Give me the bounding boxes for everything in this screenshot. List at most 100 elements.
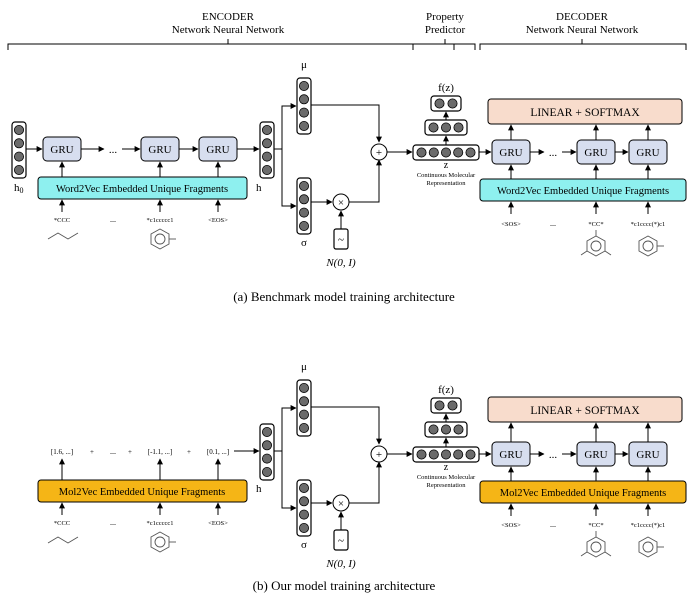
- predictor-hidden-layer: [424, 421, 468, 438]
- linear-softmax-label: LINEAR + SOFTMAX: [530, 107, 640, 119]
- plus-symbol: +: [376, 147, 382, 159]
- encoder-embed-label: Mol2Vec Embedded Unique Fragments: [59, 487, 226, 498]
- encoder-token: *CCC: [54, 217, 70, 224]
- gru-label: GRU: [584, 449, 607, 461]
- gru-label: GRU: [50, 144, 73, 156]
- z-label: z: [444, 160, 449, 171]
- linear-softmax-layer: [487, 98, 683, 125]
- z-label: z: [444, 462, 449, 473]
- predictor-title-line1: Property: [426, 11, 464, 23]
- molecule-meta-xylene: [580, 530, 612, 558]
- caption-b: (b) Our model training architecture: [253, 578, 436, 593]
- molecule-chain: [47, 536, 79, 544]
- mu-vector: [296, 77, 312, 135]
- gru-label: GRU: [584, 147, 607, 159]
- sigma-vector: [296, 479, 312, 537]
- cmr-label-line1: Continuous Molecular: [417, 172, 476, 179]
- molecule-meta-xylene: [580, 229, 612, 257]
- h-label: h: [256, 182, 262, 194]
- decoder-title: DECODER: [556, 11, 609, 23]
- sigma-label: σ: [301, 539, 307, 551]
- plus-sign: +: [90, 448, 94, 456]
- h-vector: [259, 121, 275, 179]
- latent-z-vector: [412, 446, 480, 463]
- encoder-mol2vec-embedding: [37, 479, 248, 503]
- predictor-output-layer: [430, 397, 462, 414]
- h-label: h: [256, 483, 262, 495]
- fz-label: f(z): [438, 384, 454, 396]
- molecule-benzene: [638, 235, 665, 257]
- h0-label: h0: [14, 182, 24, 195]
- cmr-label-line2: Representation: [427, 482, 467, 489]
- noise-glyph: ~: [338, 234, 344, 246]
- decoder-token: <SOS>: [501, 221, 521, 228]
- encoder-title: ENCODER: [202, 11, 255, 23]
- latent-z-vector: [412, 144, 480, 161]
- sigma-vector: [296, 177, 312, 235]
- decoder-token: *CC*: [588, 522, 603, 529]
- molecule-benzene: [638, 536, 665, 558]
- decoder-mol2vec-embedding: [479, 480, 687, 504]
- predictor-hidden-layer: [424, 119, 468, 136]
- mu-label: μ: [301, 361, 307, 373]
- noise-glyph: ~: [338, 535, 344, 547]
- ellipsis: ...: [549, 449, 558, 461]
- decoder-word2vec-embedding: [479, 178, 687, 202]
- gru-label: GRU: [636, 147, 659, 159]
- encoder-token: <EOS>: [208, 217, 228, 224]
- decoder-token: *c1cccc(*)c1: [631, 522, 666, 529]
- h0-vector: [11, 121, 27, 179]
- decoder-token: ...: [550, 219, 556, 228]
- caption-a: (a) Benchmark model training architectur…: [233, 289, 455, 304]
- decoder-subtitle: Network Neural Network: [526, 24, 639, 36]
- ellipsis: ...: [109, 144, 118, 156]
- encoder-embed-label: Word2Vec Embedded Unique Fragments: [56, 184, 228, 195]
- h-vector: [259, 423, 275, 481]
- cmr-label-line2: Representation: [427, 180, 467, 187]
- predictor-brace: [412, 39, 476, 50]
- gru-label: GRU: [499, 449, 522, 461]
- panel-b: [1.6, ...] + ... + [-1.1, ...] + [0.1, .…: [37, 361, 687, 593]
- molecule-chain: [47, 232, 79, 240]
- mu-vector: [296, 379, 312, 437]
- fz-label: f(z): [438, 82, 454, 94]
- header: ENCODER Network Neural Network Property …: [7, 11, 687, 50]
- gru-label: GRU: [148, 144, 171, 156]
- embedding-vector-value: [1.6, ...]: [51, 448, 73, 456]
- embedding-vector-value: [0.1, ...]: [207, 448, 229, 456]
- gru-label: GRU: [499, 147, 522, 159]
- ellipsis: ...: [110, 447, 116, 456]
- predictor-output-layer: [430, 95, 462, 112]
- sigma-label: σ: [301, 237, 307, 249]
- encoder-token: *c1ccccc1: [146, 520, 173, 527]
- multiply-symbol: ×: [338, 498, 344, 510]
- gru-label: GRU: [206, 144, 229, 156]
- embedding-vector-value: [-1.1, ...]: [148, 448, 173, 456]
- decoder-embed-label: Mol2Vec Embedded Unique Fragments: [500, 488, 667, 499]
- plus-sign: +: [128, 448, 132, 456]
- encoder-brace: [7, 39, 455, 50]
- predictor-title-line2: Predictor: [425, 24, 466, 36]
- plus-sign: +: [187, 448, 191, 456]
- encoder-token: *c1ccccc1: [146, 217, 173, 224]
- encoder-token: <EOS>: [208, 520, 228, 527]
- linear-softmax-label: LINEAR + SOFTMAX: [530, 405, 640, 417]
- plus-symbol: +: [376, 449, 382, 461]
- decoder-token: ...: [550, 520, 556, 529]
- encoder-token: ...: [110, 518, 116, 527]
- multiply-symbol: ×: [338, 197, 344, 209]
- gru-label: GRU: [636, 449, 659, 461]
- cmr-label-line1: Continuous Molecular: [417, 474, 476, 481]
- decoder-token: <SOS>: [501, 522, 521, 529]
- panel-a: h0 GRU ... GRU GRU Word2Vec Embedded Uni…: [11, 59, 687, 304]
- molecule-benzene: [150, 531, 177, 553]
- molecule-benzene: [150, 228, 177, 250]
- encoder-word2vec-embedding: [37, 176, 248, 200]
- decoder-token: *c1cccc(*)c1: [631, 221, 666, 228]
- noise-label: N(0, I): [325, 558, 356, 570]
- decoder-embed-label: Word2Vec Embedded Unique Fragments: [497, 186, 669, 197]
- encoder-subtitle: Network Neural Network: [172, 24, 285, 36]
- encoder-token: *CCC: [54, 520, 70, 527]
- encoder-token: ...: [110, 215, 116, 224]
